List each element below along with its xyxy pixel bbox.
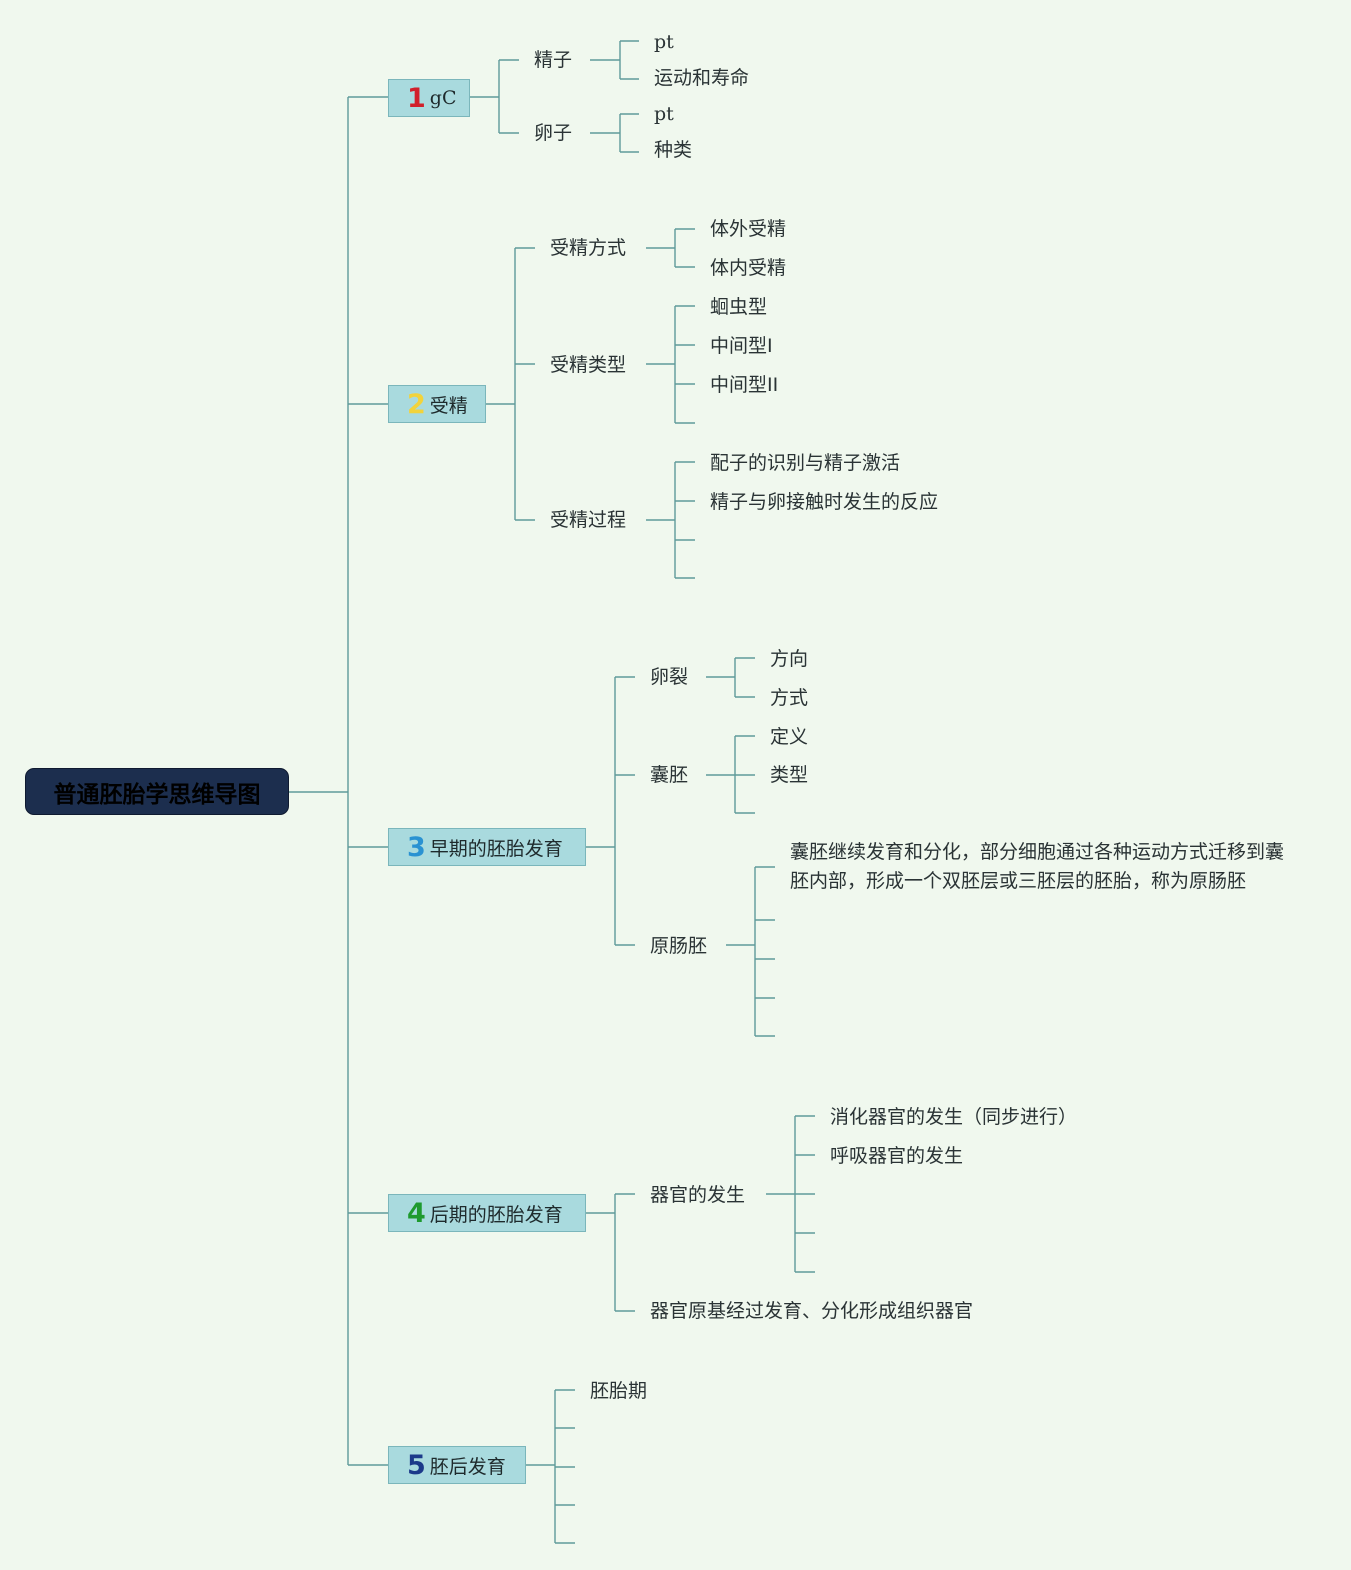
topic-fert-process[interactable]: 受精过程	[550, 509, 627, 531]
branch-number-4: 4	[407, 1197, 426, 1229]
topic-blastula[interactable]: 囊胚	[650, 764, 689, 786]
topic-digestive-organs[interactable]: 消化器官的发生（同步进行）	[830, 1106, 1078, 1128]
topic-gamete-recognition[interactable]: 配子的识别与精子激活	[710, 452, 901, 474]
connector-b4	[586, 1193, 635, 1312]
branch-label-1: gC	[429, 87, 457, 109]
topic-sperm-pt[interactable]: pt	[654, 31, 674, 53]
topic-egg[interactable]: 卵子	[534, 122, 573, 144]
topic-respiratory-organs[interactable]: 呼吸器官的发生	[830, 1145, 964, 1167]
branch-node-1[interactable]: 1 gC	[388, 79, 470, 117]
root-title: 普通胚胎学思维导图	[53, 781, 261, 808]
topic-egg-types[interactable]: 种类	[654, 139, 693, 161]
connector-b1	[470, 59, 519, 134]
topic-gastrula-description[interactable]: 囊胚继续发育和分化，部分细胞通过各种运动方式迁移到囊胚内部，形成一个双胚层或三胚…	[790, 841, 1285, 892]
branch-number-3: 3	[407, 831, 426, 863]
branch-label-2: 受精	[429, 394, 468, 417]
connector-b2-mode	[646, 228, 695, 268]
topic-fert-type[interactable]: 受精类型	[550, 354, 627, 376]
connector-b1-sperm	[590, 40, 639, 80]
topic-embryonic-period[interactable]: 胚胎期	[590, 1380, 648, 1402]
topic-cleavage-direction[interactable]: 方向	[770, 648, 809, 670]
topic-intermediate-1[interactable]: 中间型I	[710, 335, 773, 357]
branch-node-2[interactable]: 2 受精	[388, 385, 486, 423]
topic-gastrula[interactable]: 原肠胚	[650, 935, 708, 957]
connector-b4-organ	[766, 1115, 815, 1273]
branch-node-4[interactable]: 4 后期的胚胎发育	[388, 1194, 586, 1232]
connector-b2-process	[646, 461, 695, 579]
topic-egg-pt[interactable]: pt	[654, 103, 674, 125]
root-node[interactable]: 普通胚胎学思维导图	[25, 768, 289, 815]
connector-b3-blastula	[706, 735, 755, 814]
topic-fert-mode[interactable]: 受精方式	[550, 237, 627, 259]
topic-contact-reaction[interactable]: 精子与卵接触时发生的反应	[710, 491, 939, 513]
topic-blastula-definition[interactable]: 定义	[770, 726, 809, 748]
connector-b2-type	[646, 305, 695, 424]
connector-b1-egg	[590, 113, 639, 153]
connector-b3	[586, 676, 635, 946]
connector-b3-cleavage	[706, 657, 755, 698]
connector-b3-gastrula	[726, 866, 775, 1037]
topic-internal-fert[interactable]: 体内受精	[710, 257, 787, 279]
topic-external-fert[interactable]: 体外受精	[710, 218, 787, 240]
topic-cleavage[interactable]: 卵裂	[650, 666, 689, 688]
branch-number-2: 2	[407, 388, 426, 420]
topic-blastula-types[interactable]: 类型	[770, 764, 809, 786]
branch-number-1: 1	[407, 82, 426, 114]
branch-number-5: 5	[407, 1449, 426, 1481]
branch-label-5: 胚后发育	[429, 1455, 506, 1478]
connector-b2	[486, 247, 535, 521]
topic-sperm-motility[interactable]: 运动和寿命	[654, 67, 750, 89]
topic-cleavage-mode[interactable]: 方式	[770, 687, 809, 709]
topic-ascaris-type[interactable]: 蛔虫型	[710, 296, 768, 318]
topic-organ-primordium[interactable]: 器官原基经过发育、分化形成组织器官	[650, 1300, 974, 1322]
branch-label-3: 早期的胚胎发育	[429, 837, 563, 860]
connector-b5	[526, 1389, 575, 1544]
topic-intermediate-2[interactable]: 中间型II	[710, 374, 779, 396]
branch-node-5[interactable]: 5 胚后发育	[388, 1446, 526, 1484]
topic-sperm[interactable]: 精子	[534, 49, 573, 71]
branch-label-4: 后期的胚胎发育	[429, 1203, 563, 1226]
branch-node-3[interactable]: 3 早期的胚胎发育	[388, 828, 586, 866]
topic-organogenesis[interactable]: 器官的发生	[650, 1184, 746, 1206]
